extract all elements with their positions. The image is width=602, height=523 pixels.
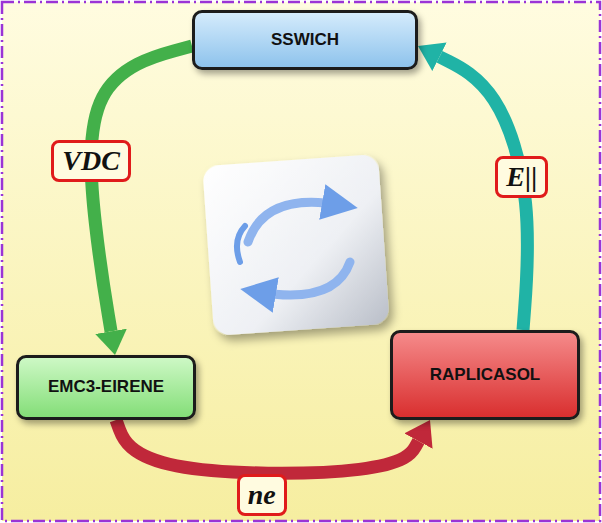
- flow-arrow: [116, 420, 419, 473]
- signal-name: E||: [506, 161, 537, 192]
- box-label: SSWICH: [271, 30, 339, 50]
- signal-name: VDC: [62, 145, 120, 176]
- cycle-icon: [202, 154, 389, 336]
- signal-label-box: VDC: [51, 140, 131, 182]
- process-box: SSWICH: [192, 10, 418, 70]
- signal-name: ne: [248, 479, 276, 510]
- process-box: EMC3-EIRENE: [16, 355, 196, 420]
- process-box: RAPLICASOL: [390, 330, 580, 420]
- signal-label-box: ne: [237, 474, 287, 516]
- signal-label-box: E||: [495, 156, 548, 198]
- flow-arrow: [91, 46, 192, 331]
- box-label: RAPLICASOL: [430, 365, 541, 385]
- box-label: EMC3-EIRENE: [48, 377, 164, 397]
